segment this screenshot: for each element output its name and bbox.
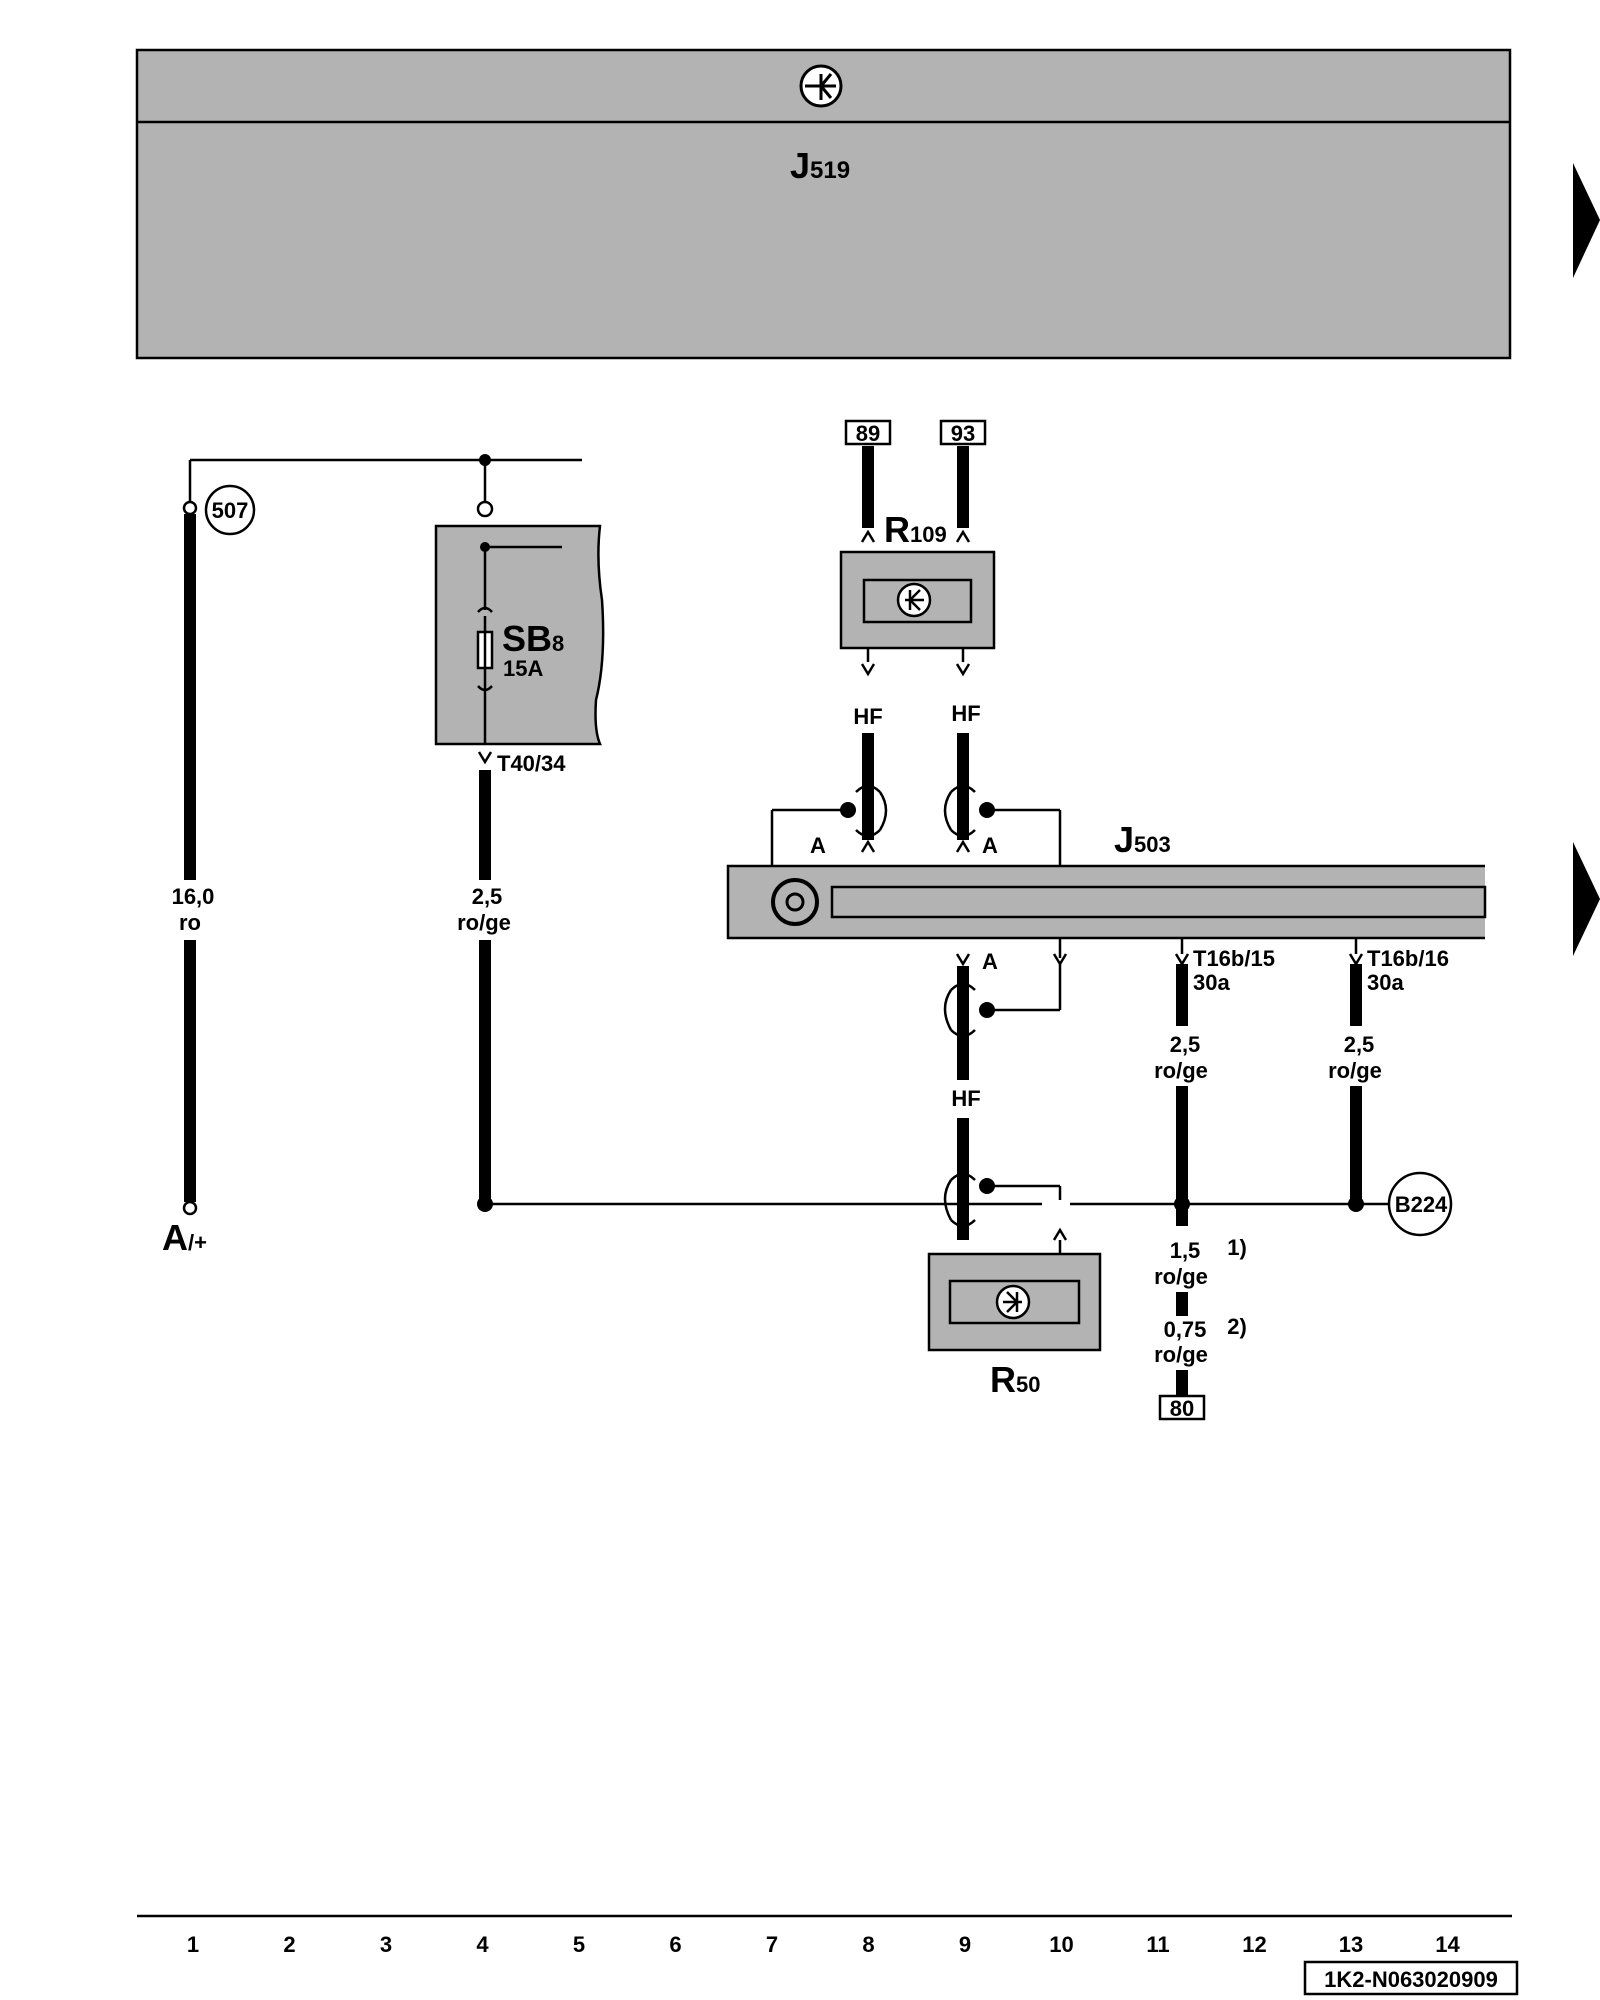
- svg-text:T16b/16: T16b/16: [1367, 946, 1449, 971]
- column-number-10: 10: [1049, 1932, 1073, 1957]
- svg-text:93: 93: [951, 421, 975, 446]
- coax-lower: A HF: [943, 938, 1068, 1254]
- svg-text:2): 2): [1227, 1314, 1247, 1339]
- svg-text:15A: 15A: [503, 656, 543, 681]
- svg-text:0,75: 0,75: [1164, 1317, 1207, 1342]
- column-number-1: 1: [187, 1932, 199, 1957]
- fuse-sb8: SB8 15A T40/34 2,5 ro/ge: [434, 454, 1390, 1212]
- column-number-2: 2: [283, 1932, 295, 1957]
- column-number-9: 9: [959, 1932, 971, 1957]
- svg-text:B224: B224: [1395, 1192, 1448, 1217]
- svg-text:1): 1): [1227, 1235, 1247, 1260]
- j519-label: J519: [790, 145, 850, 186]
- column-number-13: 13: [1339, 1932, 1363, 1957]
- wire-column-13: T16b/16 30a 2,5 ro/ge B224: [1328, 938, 1453, 1237]
- svg-text:2,5: 2,5: [472, 884, 503, 909]
- antenna-icon: [799, 64, 843, 108]
- column-number-4: 4: [476, 1932, 489, 1957]
- svg-text:1,5: 1,5: [1170, 1238, 1201, 1263]
- svg-text:2,5: 2,5: [1344, 1032, 1375, 1057]
- column-number-3: 3: [380, 1932, 392, 1957]
- svg-text:HF: HF: [951, 1086, 980, 1111]
- svg-text:89: 89: [856, 421, 880, 446]
- svg-text:16,0: 16,0: [172, 884, 215, 909]
- svg-text:ro/ge: ro/ge: [457, 910, 511, 935]
- svg-text:ro: ro: [179, 910, 201, 935]
- svg-text:2,5: 2,5: [1170, 1032, 1201, 1057]
- page-continue-arrow-icon[interactable]: [1573, 842, 1600, 956]
- r109-label: R109: [884, 509, 947, 550]
- svg-text:A: A: [810, 833, 826, 858]
- reference-507: [204, 484, 256, 536]
- svg-text:ro/ge: ro/ge: [1154, 1264, 1208, 1289]
- svg-text:T16b/15: T16b/15: [1193, 946, 1275, 971]
- reference-b224: [1387, 1171, 1453, 1237]
- r50-label: R50: [990, 1359, 1040, 1400]
- svg-text:30a: 30a: [1193, 970, 1230, 995]
- svg-text:ro/ge: ro/ge: [1154, 1342, 1208, 1367]
- svg-text:A: A: [982, 949, 998, 974]
- svg-text:ro/ge: ro/ge: [1154, 1058, 1208, 1083]
- column-number-5: 5: [573, 1932, 585, 1957]
- control-unit-j519: J519: [135, 48, 1512, 360]
- control-unit-j503: J503: [726, 819, 1487, 940]
- column-number-8: 8: [862, 1932, 874, 1957]
- svg-text:80: 80: [1170, 1396, 1194, 1421]
- svg-text:HF: HF: [853, 704, 882, 729]
- page-continue-arrow-icon[interactable]: [1573, 163, 1600, 278]
- diagram-code: 1K2-N063020909: [1324, 1967, 1498, 1992]
- svg-text:30a: 30a: [1367, 970, 1404, 995]
- column-number-6: 6: [669, 1932, 681, 1957]
- battery-wire: 507 16,0 ro A/+: [162, 458, 582, 1258]
- svg-text:A: A: [982, 833, 998, 858]
- column-number-11: 11: [1146, 1932, 1169, 1957]
- component-r50: R50: [927, 1252, 1102, 1400]
- svg-text:T40/34: T40/34: [497, 751, 566, 776]
- svg-text:HF: HF: [951, 701, 980, 726]
- column-number-7: 7: [766, 1932, 778, 1957]
- j503-label: J503: [1114, 819, 1171, 860]
- coax-shields-upper: A A: [770, 784, 1062, 866]
- component-r109: 89 93 R109 HF HF: [839, 419, 996, 840]
- svg-text:ro/ge: ro/ge: [1328, 1058, 1382, 1083]
- wire-column-11: T16b/15 30a 2,5 ro/ge 1,5 1) ro/ge 0,75 …: [1154, 938, 1275, 1421]
- sb8-label: SB8: [502, 618, 564, 659]
- column-number-14: 14: [1435, 1932, 1460, 1957]
- battery-label: A/+: [162, 1217, 207, 1258]
- column-number-12: 12: [1242, 1932, 1266, 1957]
- svg-text:507: 507: [212, 498, 249, 523]
